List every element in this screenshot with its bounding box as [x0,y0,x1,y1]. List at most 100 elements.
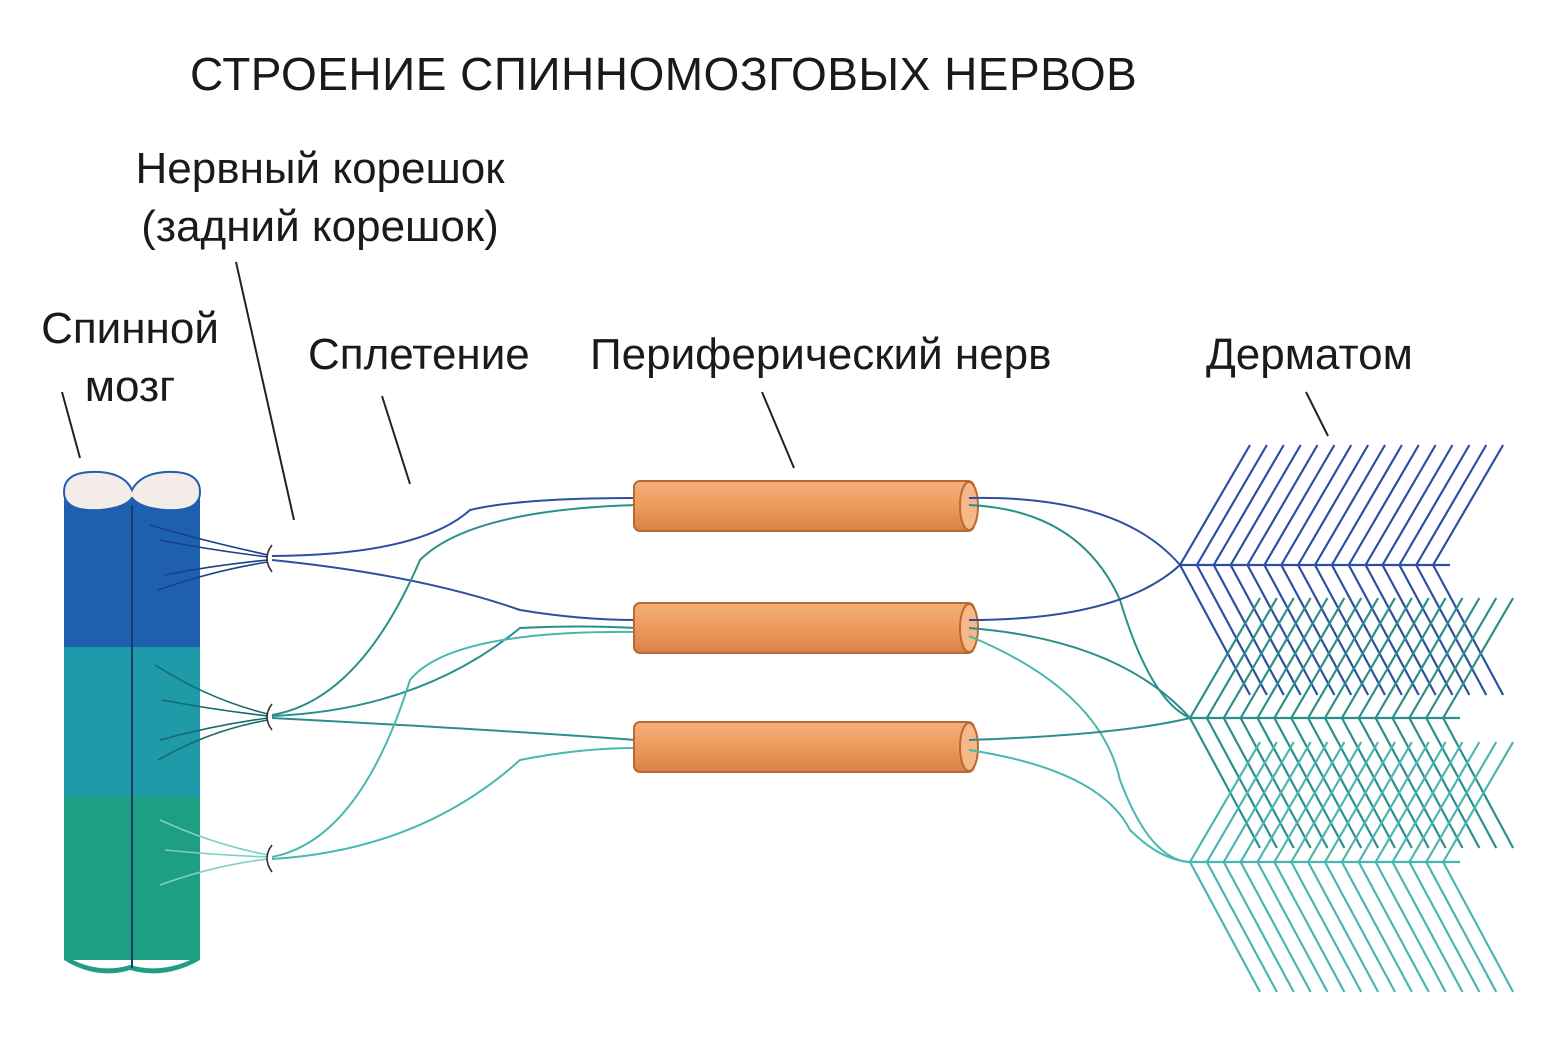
leader-peripheral-nerve [761,391,795,469]
diagram-title: СТРОЕНИЕ СПИННОМОЗГОВЫХ НЕРВОВ [190,48,1138,100]
dermatome-3-stroke-down [1374,861,1447,993]
dermatome-1-stroke-down [1364,564,1437,696]
dermatome-2-stroke-up [1290,597,1363,719]
root-rings [266,544,273,873]
dermatome-3-stroke-up [1357,741,1430,863]
dermatome-2-stroke-down [1357,717,1430,849]
dermatome-1-stroke-down [1229,564,1302,696]
dermatome-1-stroke-up [1179,444,1251,566]
root-ring-1 [266,544,273,573]
cord-cap [62,470,202,512]
label-nerve-root: Нервный корешок (задний корешок) [100,140,540,256]
dermatome-1-stroke-down [1415,564,1488,696]
dermatome-3-stroke-down [1324,861,1396,993]
leader-lines [61,261,1329,521]
dermatome-2-stroke-up [1391,597,1464,719]
dermatome-1-stroke-up [1263,444,1336,566]
dermatome-3-stroke-down [1357,861,1430,993]
peripheral-nerve-3 [633,721,979,773]
dermatome-1-stroke-up [1297,444,1370,566]
dermatome-1-stroke-down [1432,564,1505,696]
label-spinal-cord-line1: Спинной [41,304,219,353]
dermatome-1 [1179,444,1505,696]
dermatome-1-stroke-up [1212,444,1285,566]
dermatome-3-stroke-up [1374,741,1447,863]
dermatome-2-stroke-up [1307,597,1380,719]
dermatome-3-stroke-down [1189,861,1261,993]
dermatome-3-stroke-up [1307,741,1380,863]
dermatome-3-stroke-up [1189,741,1261,863]
dermatome-1-stroke-down [1263,564,1336,696]
dermatome-1-stroke-up [1432,444,1505,566]
dermatome-1-stroke-up [1314,444,1386,566]
dermatome-2-stroke-down [1442,717,1515,849]
leader-nerve-root [235,261,295,521]
dermatome-1-stroke-up [1246,444,1319,566]
dermatome-1-stroke-up [1229,444,1302,566]
dermatome-3-stroke-up [1256,741,1329,863]
dermatome-1-stroke-down [1330,564,1403,696]
dermatome-3-stroke-down [1425,861,1498,993]
dermatome-3-stroke-up [1340,741,1413,863]
dermatome-1-stroke-up [1280,444,1353,566]
dermatome-2-stroke-up [1222,597,1295,719]
dermatome-3-stroke-up [1408,741,1481,863]
dermatome-1-stroke-up [1364,444,1437,566]
dermatomes [1179,444,1515,993]
dermatome-3-stroke-down [1442,861,1515,993]
dermatome-3-stroke-up [1290,741,1363,863]
dermatome-1-stroke-up [1415,444,1488,566]
plexus-fibers [271,497,637,860]
dermatome-2-stroke-up [1374,597,1447,719]
dermatome-2-stroke-down [1205,717,1278,849]
spinal-cord [62,470,202,974]
dermatome-1-stroke-up [1347,444,1420,566]
dermatome-2-stroke-up [1357,597,1430,719]
dermatome-2-stroke-down [1307,717,1380,849]
dermatome-1-stroke-down [1212,564,1285,696]
dermatome-3-stroke-down [1408,861,1481,993]
dermatome-2-stroke-down [1391,717,1464,849]
dermatome-1-stroke-up [1195,444,1268,566]
dermatome-2 [1189,597,1515,849]
dermatome-2-stroke-down [1239,717,1312,849]
dermatome-2-stroke-down [1425,717,1498,849]
leader-spinal-cord [61,391,81,459]
label-peripheral-nerve: Периферический нерв [590,330,1052,379]
dermatome-2-stroke-up [1340,597,1413,719]
dermatome-1-stroke-down [1280,564,1353,696]
label-nerve-root-line1: Нервный корешок [135,144,505,193]
dermatome-3-stroke-down [1256,861,1329,993]
dermatome-1-stroke-up [1330,444,1403,566]
dermatome-2-stroke-down [1273,717,1346,849]
dermatome-3-stroke-up [1391,741,1464,863]
label-spinal-cord: Спинной мозг [20,300,240,416]
dermatome-2-stroke-down [1408,717,1481,849]
dermatome-1-stroke-down [1398,564,1471,696]
label-plexus: Сплетение [308,330,530,379]
dermatome-1-stroke-down [1179,564,1251,696]
dermatome-1-stroke-down [1195,564,1268,696]
dermatome-2-stroke-up [1442,597,1515,719]
dermatome-2-stroke-up [1205,597,1278,719]
dermatome-1-stroke-down [1381,564,1454,696]
dermatome-3-stroke-up [1425,741,1498,863]
dermatome-2-stroke-down [1256,717,1329,849]
label-spinal-cord-line2: мозг [84,362,176,411]
dermatome-3-stroke-down [1273,861,1346,993]
dermatome-1-stroke-down [1347,564,1420,696]
dermatome-2-stroke-down [1290,717,1363,849]
leader-dermatome [1305,391,1329,437]
dermatome-2-stroke-up [1324,597,1396,719]
distal-fibers [968,496,1191,863]
dermatome-3-stroke-up [1442,741,1515,863]
dermatome-3-stroke-down [1307,861,1380,993]
peripheral-nerves [633,480,979,773]
dermatome-3-stroke-up [1324,741,1396,863]
dermatome-3 [1189,741,1515,993]
dermatome-3-stroke-down [1391,861,1464,993]
peripheral-nerve-1 [633,480,979,532]
dermatome-2-stroke-up [1273,597,1346,719]
dermatome-2-stroke-up [1256,597,1329,719]
dermatome-2-stroke-up [1239,597,1312,719]
